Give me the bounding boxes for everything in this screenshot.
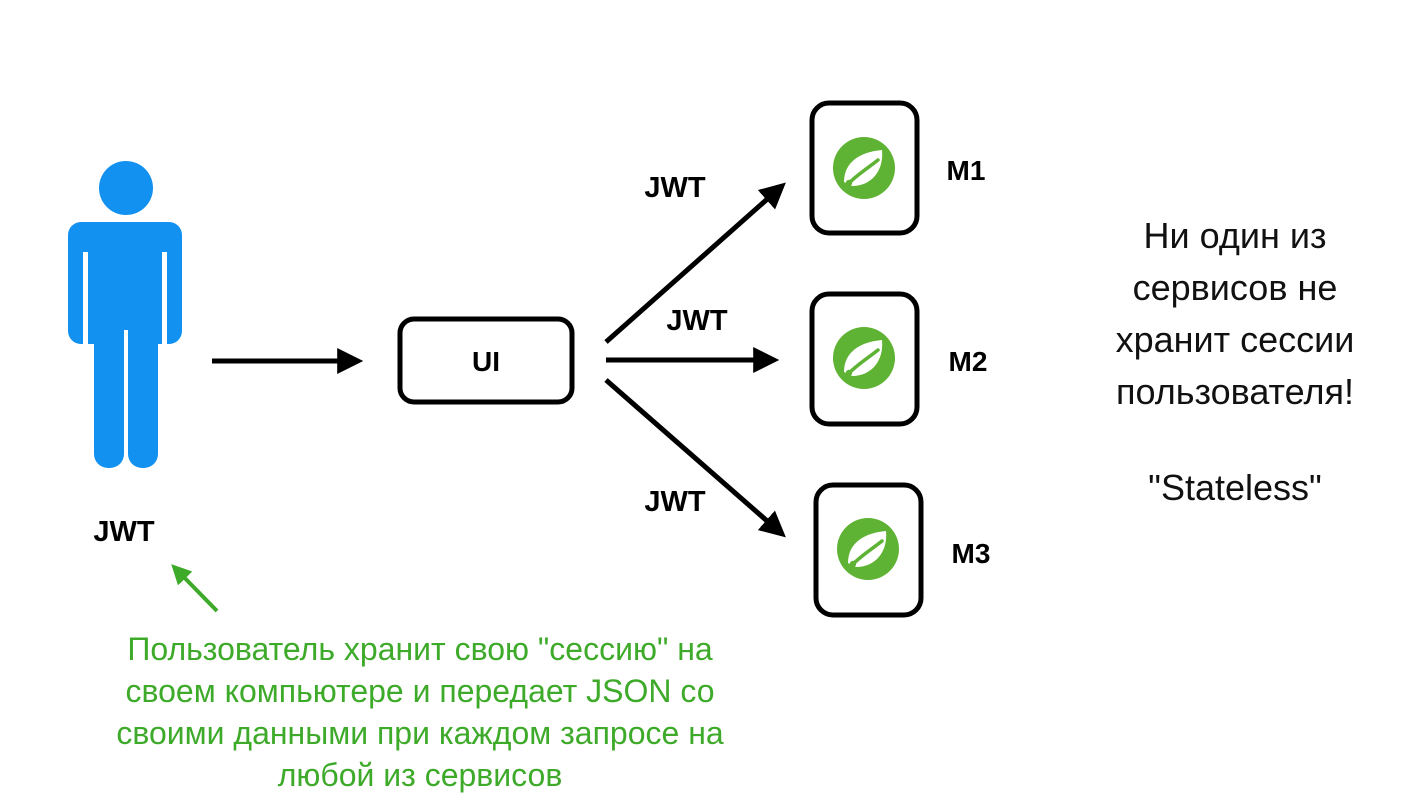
note-line: Ни один из — [1143, 215, 1327, 256]
note-line: своими данными при каждом запросе на — [116, 715, 724, 751]
note-line: Пользователь хранит свою "сессию" на — [127, 631, 713, 667]
service-label-m2: M2 — [949, 346, 988, 377]
note-line: пользователя! — [1116, 371, 1354, 412]
note-line: хранит сессии — [1115, 319, 1355, 360]
arrow-ui-to-m3 — [604, 378, 786, 538]
ui-node: UI — [397, 316, 575, 405]
edge-label-m1: JWT — [644, 172, 706, 204]
stateless-note: Ни один из сервисов не хранит сессии пол… — [1075, 210, 1395, 514]
spring-leaf-icon — [835, 516, 901, 582]
edge-label-m3: JWT — [644, 486, 706, 518]
client-session-note: Пользователь хранит свою "сессию" на сво… — [70, 628, 770, 796]
service-node-m3: M3 — [813, 482, 991, 618]
arrow-ui-to-m1 — [604, 182, 786, 344]
service-node-m2: M2 — [809, 291, 988, 427]
stateless-label: "Stateless" — [1148, 467, 1322, 508]
service-label-m1: M1 — [947, 155, 986, 186]
spring-leaf-icon — [831, 325, 897, 391]
spring-leaf-icon — [831, 135, 897, 201]
person-icon — [68, 161, 182, 468]
service-node-m1: M1 — [809, 100, 986, 236]
service-label-m3: M3 — [952, 538, 991, 569]
ui-node-label: UI — [472, 346, 500, 377]
note-line: любой из сервисов — [277, 757, 563, 793]
note-line: сервисов не — [1132, 267, 1338, 308]
green-pointer-arrow — [171, 564, 219, 613]
person-jwt-label: JWT — [93, 516, 155, 548]
note-line: своем компьютере и передает JSON со — [125, 673, 715, 709]
edge-label-m2: JWT — [666, 305, 728, 337]
